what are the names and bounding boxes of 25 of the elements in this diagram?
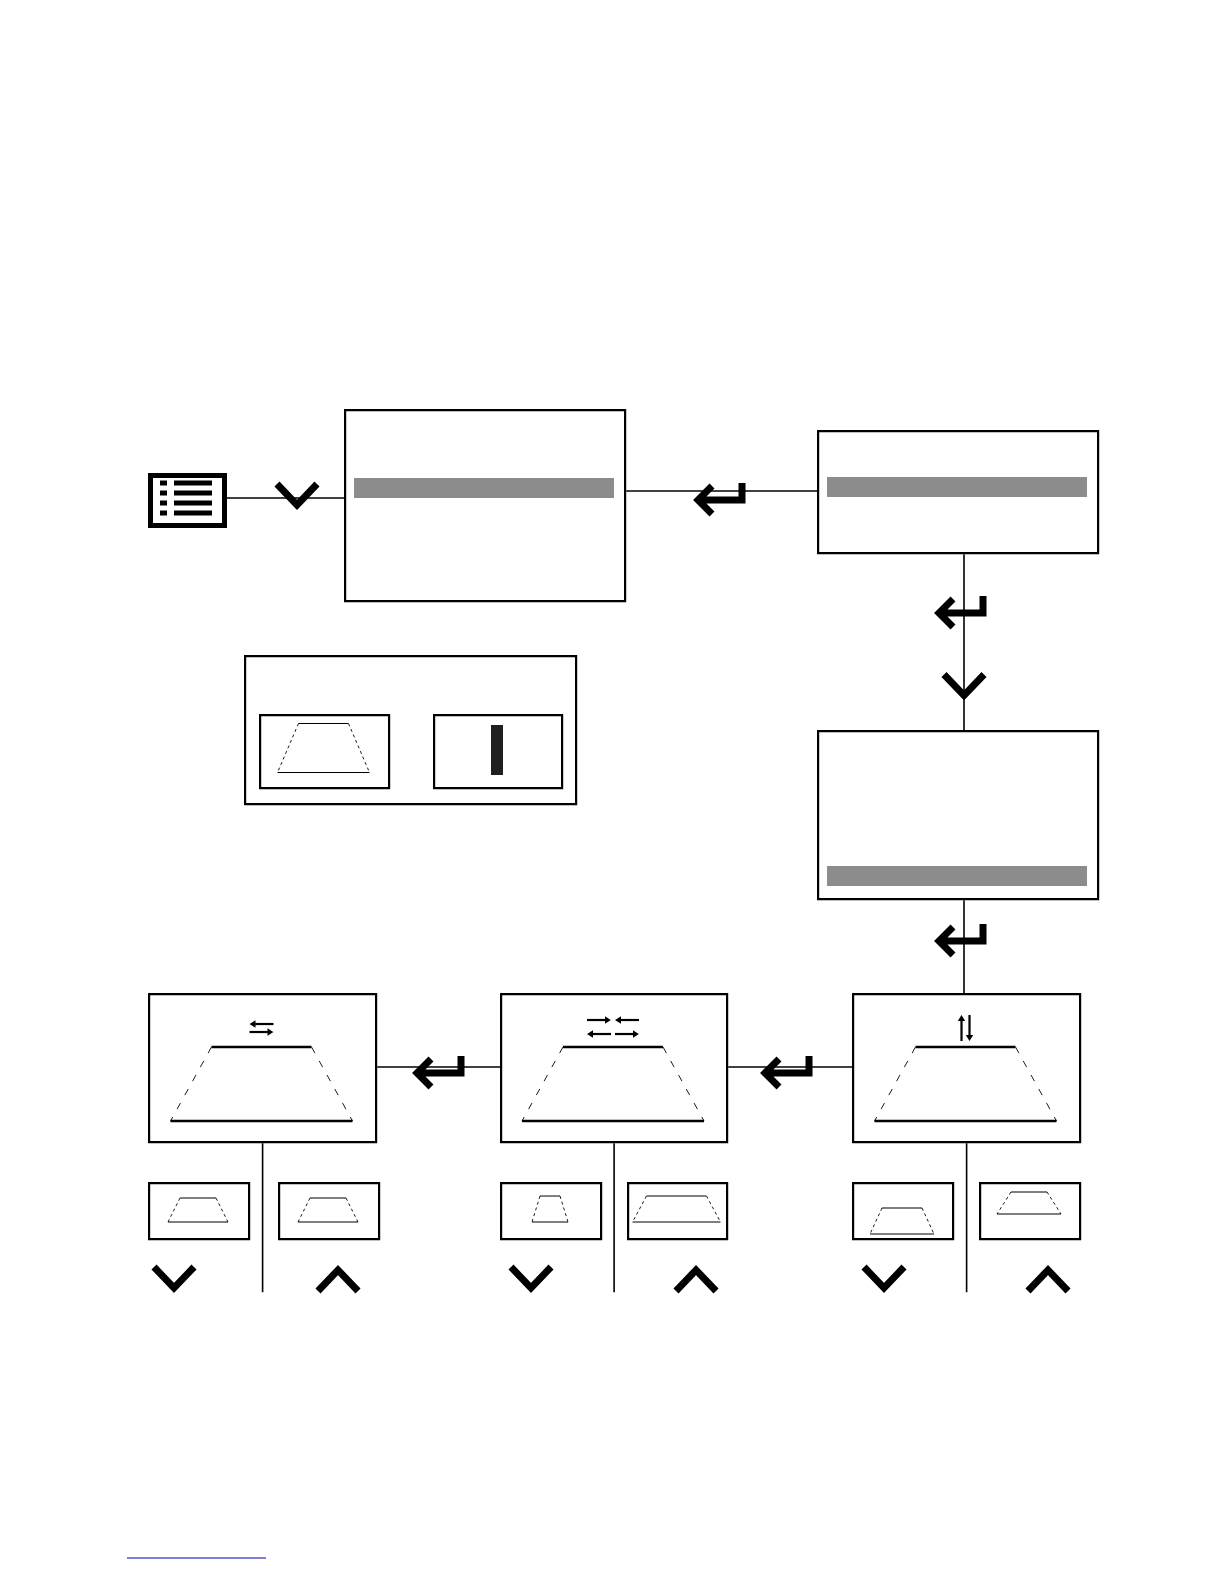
connector-line <box>965 1142 968 1293</box>
preview-box <box>278 1182 381 1241</box>
setting-panel <box>244 655 578 806</box>
connector-line <box>625 490 818 492</box>
keystone-screen <box>852 993 1082 1144</box>
trapezoid-box <box>259 714 391 790</box>
preview-box <box>148 1182 251 1241</box>
connector-line <box>963 899 965 994</box>
menu-screen <box>817 430 1100 555</box>
connector-line <box>261 1142 264 1293</box>
preview-box <box>852 1182 955 1241</box>
menu-screen <box>344 409 627 603</box>
preview-box <box>500 1182 603 1241</box>
connector-line <box>727 1066 853 1068</box>
preview-box <box>979 1182 1082 1241</box>
keystone-screen <box>500 993 729 1144</box>
menu-screen <box>817 730 1100 901</box>
menu-icon <box>148 473 227 528</box>
bar-box <box>433 714 564 790</box>
connector-line <box>613 1142 615 1293</box>
preview-box <box>627 1182 729 1241</box>
connector-line <box>226 497 345 499</box>
connector-line <box>376 1066 501 1068</box>
connector-line <box>941 553 987 731</box>
keystone-screen <box>148 993 378 1144</box>
